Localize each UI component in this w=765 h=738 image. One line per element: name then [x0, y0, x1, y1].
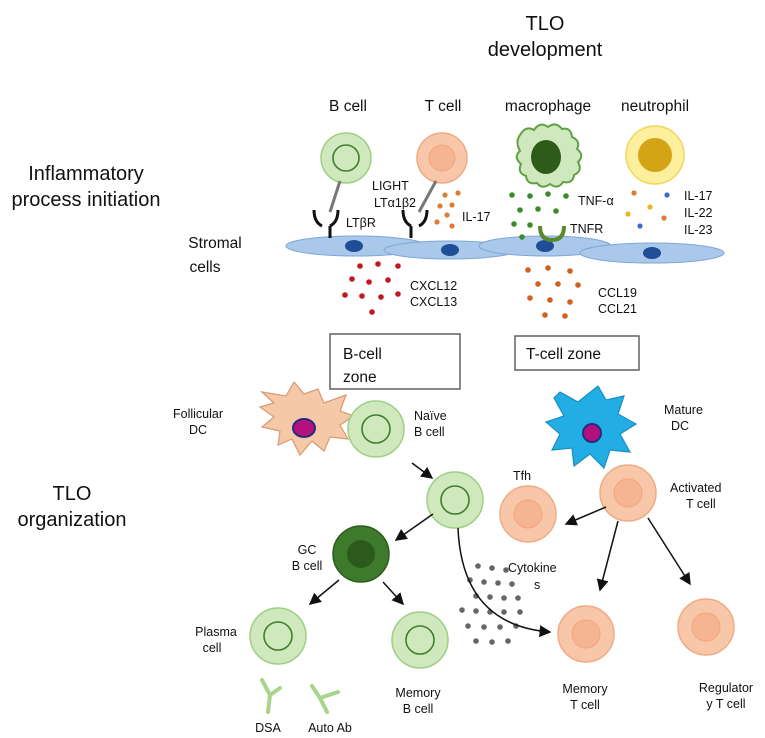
activated-t-cell — [599, 464, 657, 522]
activated-t-line2: T cell — [686, 497, 716, 511]
cytokine-dots — [459, 563, 523, 645]
t-cell-top — [416, 132, 468, 184]
ccl-dots — [525, 265, 581, 319]
arrow-gc-to-memory-b — [382, 581, 405, 606]
arrow-naive-to-activated-b — [411, 462, 434, 479]
tnfr-label: TNFR — [570, 222, 603, 236]
ccl21-label: CCL21 — [598, 302, 637, 316]
naive-b-line1: Naïve — [414, 409, 447, 423]
regulatory-t-cell — [677, 598, 735, 656]
b-cell-zone-line1: B-cell — [343, 346, 382, 363]
regulatory-t-line1: Regulator — [699, 681, 753, 695]
memory-b-line1: Memory — [395, 686, 441, 700]
stromal-cells — [285, 235, 725, 264]
ltbr-label: LTβR — [346, 216, 376, 230]
cxcl12-label: CXCL12 — [410, 279, 457, 293]
b-cell-zone-box: B-cell zone — [329, 333, 461, 390]
plasma-line1: Plasma — [195, 625, 237, 639]
arrow-b-to-memory-t — [457, 527, 552, 638]
stromal-label-line2: cells — [189, 259, 220, 276]
regulatory-t-line2: y T cell — [706, 697, 745, 711]
light-label: LIGHT — [372, 179, 409, 193]
il17-t-label: IL-17 — [462, 210, 491, 224]
gc-b-cell — [332, 525, 390, 583]
title-line1: TLO — [526, 13, 565, 35]
il22-label: IL-22 — [684, 206, 713, 220]
arrow-activated-t-to-memory-t — [596, 520, 619, 592]
cytokines-line2: s — [534, 578, 540, 592]
label-neutrophil: neutrophil — [621, 98, 689, 115]
mature-dc-line1: Mature — [664, 403, 703, 417]
label-t-cell: T cell — [425, 98, 462, 115]
organization-label-line2: organization — [18, 509, 127, 531]
neutrophil-cytokine-dots — [625, 190, 670, 229]
gc-b-line2: B cell — [292, 559, 323, 573]
dsa-label: DSA — [255, 721, 281, 735]
macrophage-top — [515, 123, 583, 188]
tfh-cell — [499, 485, 557, 543]
title-line2: development — [488, 39, 603, 61]
plasma-cell — [249, 607, 307, 665]
lta1b2-label: LTα1β2 — [374, 196, 416, 210]
gc-b-line1: GC — [298, 543, 317, 557]
memory-t-line1: Memory — [562, 682, 608, 696]
cxcl13-label: CXCL13 — [410, 295, 457, 309]
light-ligand-b — [312, 180, 342, 238]
label-macrophage: macrophage — [505, 98, 591, 115]
activated-b-cell — [426, 471, 484, 529]
arrow-activated-t-to-tfh — [564, 506, 607, 526]
neutrophil-top — [625, 125, 685, 185]
tnfa-dots — [509, 191, 569, 240]
tnfa-label: TNF-α — [578, 194, 614, 208]
il23-label: IL-23 — [684, 223, 713, 237]
cytokines-line1: Cytokine — [508, 561, 557, 575]
naive-b-line2: B cell — [414, 425, 445, 439]
il17-t-dots — [434, 190, 461, 229]
plasma-line2: cell — [203, 641, 222, 655]
ccl19-label: CCL19 — [598, 286, 637, 300]
arrow-activated-t-to-regulatory — [647, 517, 691, 586]
follicular-dc-line2: DC — [189, 423, 207, 437]
arrow-b-to-gc — [394, 513, 434, 541]
organization-label-line1: TLO — [53, 483, 92, 505]
b-cell-top — [320, 132, 372, 184]
t-cell-zone-label: T-cell zone — [526, 346, 601, 363]
tnfr-receptor — [538, 225, 566, 243]
mature-dc — [544, 385, 638, 470]
memory-b-cell — [391, 611, 449, 669]
mature-dc-line2: DC — [671, 419, 689, 433]
initiation-label-line1: Inflammatory — [28, 163, 144, 185]
il17-n-label: IL-17 — [684, 189, 713, 203]
activated-t-line1: Activated — [670, 481, 721, 495]
stromal-label-line1: Stromal — [188, 235, 241, 252]
follicular-dc-line1: Follicular — [173, 407, 223, 421]
t-cell-zone-box: T-cell zone — [514, 335, 640, 371]
tfh-label: Tfh — [513, 469, 531, 483]
light-ligand-t — [401, 180, 438, 238]
arrows — [308, 462, 691, 638]
memory-t-cell — [557, 605, 615, 663]
follicular-dc — [258, 380, 356, 457]
memory-b-line2: B cell — [403, 702, 434, 716]
cxcl-dots — [342, 261, 401, 315]
b-cell-zone-line2: zone — [343, 369, 377, 386]
memory-t-line2: T cell — [570, 698, 600, 712]
label-b-cell: B cell — [329, 98, 367, 115]
naive-b-cell — [347, 400, 405, 458]
auto-ab-label: Auto Ab — [308, 721, 352, 735]
arrow-gc-to-plasma — [308, 579, 340, 605]
initiation-label-line2: process initiation — [12, 189, 161, 211]
auto-ab-antibody — [310, 684, 340, 714]
dsa-antibody — [260, 678, 282, 714]
